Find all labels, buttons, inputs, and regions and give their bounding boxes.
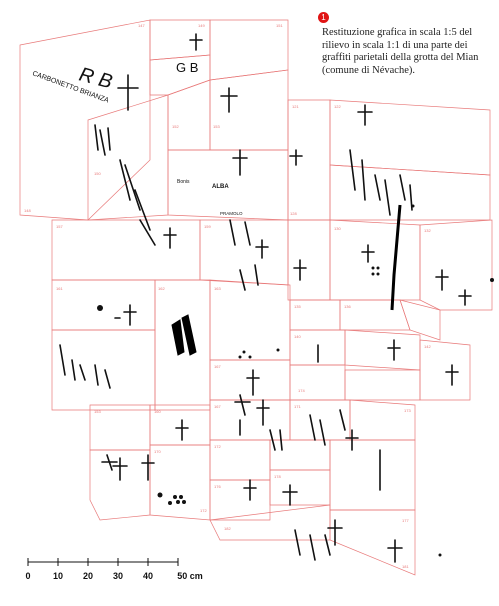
svg-text:150: 150 [94,171,101,176]
svg-text:182: 182 [224,526,231,531]
panel [209,359,291,401]
svg-text:153: 153 [94,409,101,414]
panel [51,329,156,411]
panel [269,439,331,471]
svg-text:147: 147 [138,23,145,28]
scale-bar [27,558,179,566]
panel [329,219,421,301]
svg-text:140: 140 [294,334,301,339]
panel [399,299,441,341]
scale-tick-0: 0 [25,571,31,581]
svg-text:178: 178 [274,474,281,479]
panel [209,399,291,441]
svg-text:161: 161 [56,286,63,291]
panel [287,99,331,221]
bonis-inscription: Bonis [177,179,190,185]
text-graffiti: CARBONETTO BRIANZA R B G B Bonis ALBA PR… [31,60,243,216]
scale-tick-40: 40 [142,571,154,581]
svg-text:149: 149 [198,23,205,28]
svg-text:160: 160 [154,409,161,414]
svg-text:172: 172 [200,508,207,513]
gb-inscription: G B [176,60,198,75]
svg-text:135: 135 [294,304,301,309]
svg-text:130: 130 [334,226,341,231]
svg-text:177: 177 [402,518,409,523]
svg-text:122: 122 [334,104,341,109]
panel [51,279,156,331]
panel [344,369,421,401]
panel [209,69,289,151]
svg-text:163: 163 [214,286,221,291]
svg-text:159: 159 [204,224,211,229]
scale-tick-10: 10 [52,571,64,581]
panel [51,219,201,281]
figure-caption: Restituzione grafica in scala 1:5 del ri… [322,27,479,76]
panel [349,399,416,441]
panel [419,339,471,401]
panel [209,279,291,361]
svg-text:173: 173 [404,408,411,413]
svg-text:121: 121 [292,104,299,109]
svg-text:142: 142 [424,344,431,349]
panel [329,509,416,576]
panel-outlines [19,19,493,576]
svg-text:167: 167 [214,364,221,369]
scale-tick-50: 50 cm [177,571,203,581]
bold-marks [171,204,402,356]
panel [89,449,151,521]
svg-text:171: 171 [294,404,301,409]
svg-text:157: 157 [56,224,63,229]
panel [87,94,169,221]
panel [344,329,421,371]
svg-text:151: 151 [276,23,283,28]
panel [419,219,493,311]
pramolo-inscription: PRAMOLO [220,211,243,216]
figure-number-badge: 1 [318,12,329,23]
panel [329,439,416,511]
svg-text:167: 167 [214,404,221,409]
svg-text:174: 174 [298,388,305,393]
panel [209,19,289,81]
svg-text:162: 162 [158,286,165,291]
svg-text:176: 176 [214,484,221,489]
svg-text:136: 136 [344,304,351,309]
svg-text:152: 152 [172,124,179,129]
svg-text:172: 172 [214,444,221,449]
scale-tick-20: 20 [82,571,94,581]
panel-numbers: 147 149 151 148 150 152 153 121 122 128 157 15… [24,23,431,569]
svg-text:181: 181 [402,564,409,569]
svg-text:170: 170 [154,449,161,454]
alba-inscription: ALBA [212,184,229,190]
panel [289,364,346,401]
svg-text:132: 132 [424,228,431,233]
panel [329,99,491,176]
dots [97,204,494,557]
panel [19,19,151,221]
svg-text:128: 128 [290,211,297,216]
panel [199,219,289,286]
svg-text:153: 153 [213,124,220,129]
scale-tick-30: 30 [112,571,124,581]
graffiti-ink [59,33,472,563]
panel [167,79,211,151]
panel [287,219,331,301]
svg-text:148: 148 [24,208,31,213]
